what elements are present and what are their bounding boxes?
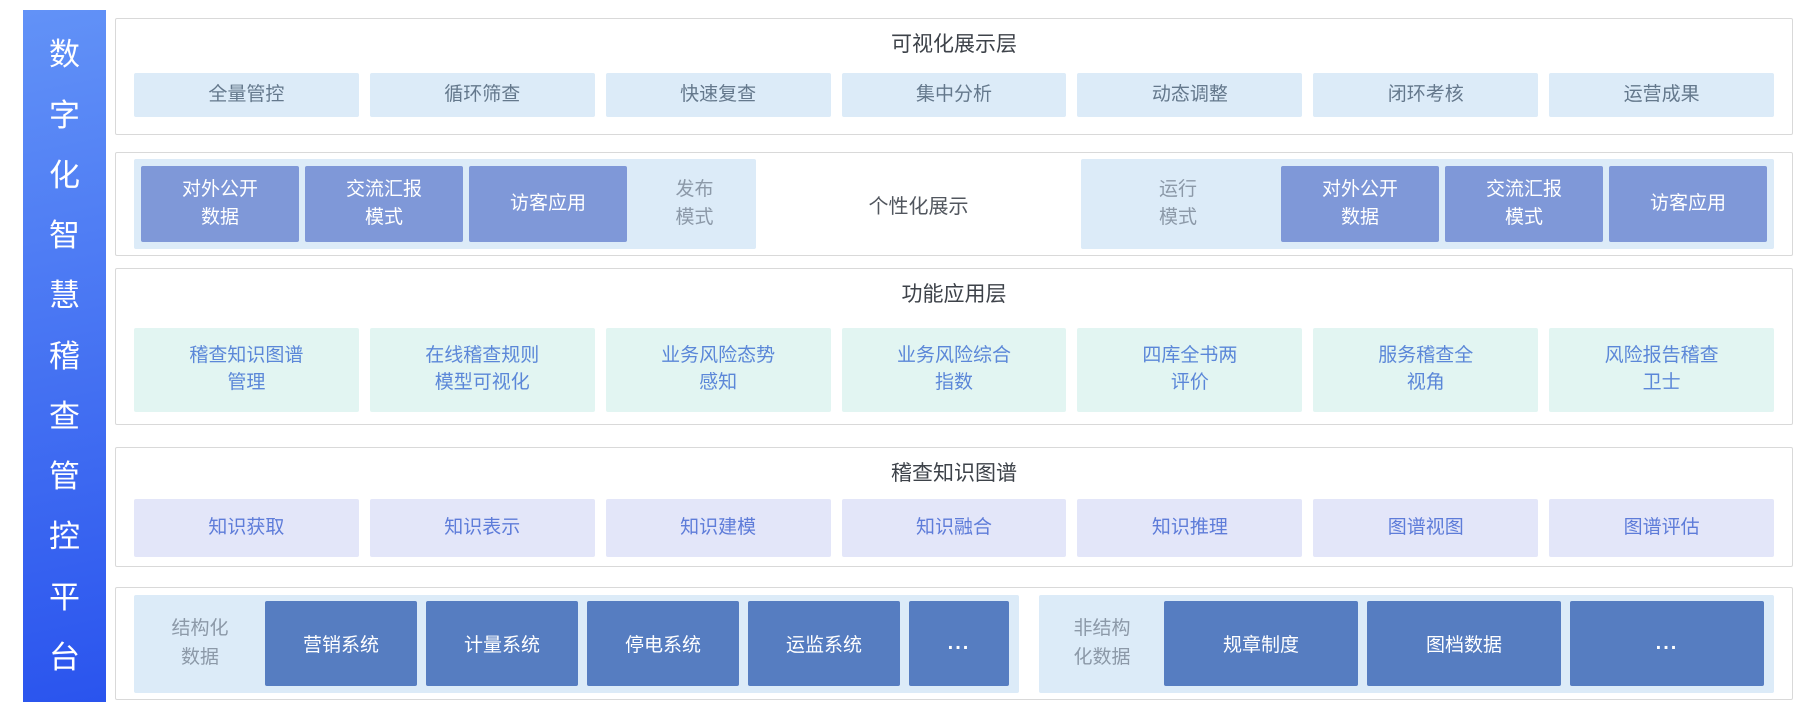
visualization-layer-items: 全量管控 循环筛查 快速复查 集中分析 动态调整 闭环考核 运营成果 [134, 73, 1775, 117]
knowledge-graph-item: 知识表示 [369, 499, 595, 557]
function-item: 服务稽查全 视角 [1313, 328, 1539, 412]
structured-data-box: 营销系统 [265, 601, 417, 686]
structured-data-box: 运监系统 [748, 601, 900, 686]
display-mode-layer-card: 对外公开 数据 交流汇报 模式 访客应用 发布 模式 个性化展示 运行 模式 对… [115, 152, 1793, 256]
knowledge-graph-item: 知识建模 [605, 499, 831, 557]
personalized-display-label: 个性化展示 [868, 195, 969, 218]
knowledge-graph-item: 知识融合 [841, 499, 1067, 557]
function-item: 业务风险态势 感知 [605, 328, 831, 412]
function-layer-card: 功能应用层 稽查知识图谱 管理 在线稽查规则 模型可视化 业务风险态势 感知 业… [115, 268, 1793, 425]
publish-mode-box: 对外公开 数据 [141, 166, 299, 242]
function-item: 稽查知识图谱 管理 [134, 328, 359, 412]
publish-mode-panel: 对外公开 数据 交流汇报 模式 访客应用 发布 模式 [134, 159, 756, 249]
visualization-item: 集中分析 [841, 73, 1067, 117]
knowledge-graph-item: 图谱评估 [1549, 499, 1775, 557]
structured-data-panel: 结构化 数据 营销系统 计量系统 停电系统 运监系统 ... [134, 594, 1019, 693]
visualization-layer-card: 可视化展示层 全量管控 循环筛查 快速复查 集中分析 动态调整 闭环考核 运营成… [115, 18, 1793, 135]
unstructured-data-panel: 非结构 化数据 规章制度 图档数据 ... [1039, 594, 1774, 693]
run-mode-label: 运行 模式 [1158, 178, 1197, 229]
publish-mode-label: 发布 模式 [675, 178, 714, 229]
structured-data-label: 结构化 数据 [171, 618, 229, 668]
structured-data-more-box: ... [909, 601, 1009, 686]
visualization-item: 运营成果 [1549, 73, 1775, 117]
publish-mode-box: 访客应用 [469, 166, 627, 242]
unstructured-data-more-box: ... [1570, 601, 1764, 686]
visualization-item: 动态调整 [1077, 73, 1303, 117]
visualization-item: 闭环考核 [1313, 73, 1539, 117]
visualization-item: 循环筛查 [369, 73, 595, 117]
run-mode-box: 交流汇报 模式 [1445, 166, 1603, 242]
data-source-layer-card: 结构化 数据 营销系统 计量系统 停电系统 运监系统 ... 非结构 化数据 规… [115, 587, 1793, 700]
run-mode-panel: 运行 模式 对外公开 数据 交流汇报 模式 访客应用 [1081, 159, 1774, 249]
knowledge-graph-layer-items: 知识获取 知识表示 知识建模 知识融合 知识推理 图谱视图 图谱评估 [134, 499, 1775, 557]
unstructured-data-label: 非结构 化数据 [1073, 618, 1131, 668]
run-mode-box: 访客应用 [1609, 166, 1767, 242]
platform-title: 数字化智慧稽查管控平台 [49, 37, 80, 675]
visualization-layer-title: 可视化展示层 [891, 33, 1017, 56]
knowledge-graph-layer-card: 稽查知识图谱 知识获取 知识表示 知识建模 知识融合 知识推理 图谱视图 图谱评… [115, 447, 1793, 567]
visualization-item: 快速复查 [605, 73, 831, 117]
structured-data-box: 计量系统 [426, 601, 578, 686]
function-item: 风险报告稽查 卫士 [1549, 328, 1775, 412]
function-item: 在线稽查规则 模型可视化 [369, 328, 595, 412]
structured-data-box: 停电系统 [587, 601, 739, 686]
knowledge-graph-layer-title: 稽查知识图谱 [891, 462, 1017, 485]
publish-mode-box: 交流汇报 模式 [305, 166, 463, 242]
function-item: 业务风险综合 指数 [841, 328, 1067, 412]
function-layer-items: 稽查知识图谱 管理 在线稽查规则 模型可视化 业务风险态势 感知 业务风险综合 … [134, 328, 1775, 412]
knowledge-graph-item: 知识推理 [1077, 499, 1303, 557]
unstructured-data-box: 规章制度 [1164, 601, 1358, 686]
function-layer-title: 功能应用层 [901, 283, 1007, 306]
visualization-item: 全量管控 [134, 73, 359, 117]
function-item: 四库全书两 评价 [1077, 328, 1303, 412]
architecture-diagram: 可视化展示层 全量管控 循环筛查 快速复查 集中分析 动态调整 闭环考核 运营成… [115, 18, 1793, 700]
knowledge-graph-item: 知识获取 [134, 499, 359, 557]
run-mode-box: 对外公开 数据 [1281, 166, 1439, 242]
unstructured-data-box: 图档数据 [1367, 601, 1561, 686]
platform-title-banner: 数字化智慧稽查管控平台 [23, 10, 106, 702]
knowledge-graph-item: 图谱视图 [1313, 499, 1539, 557]
